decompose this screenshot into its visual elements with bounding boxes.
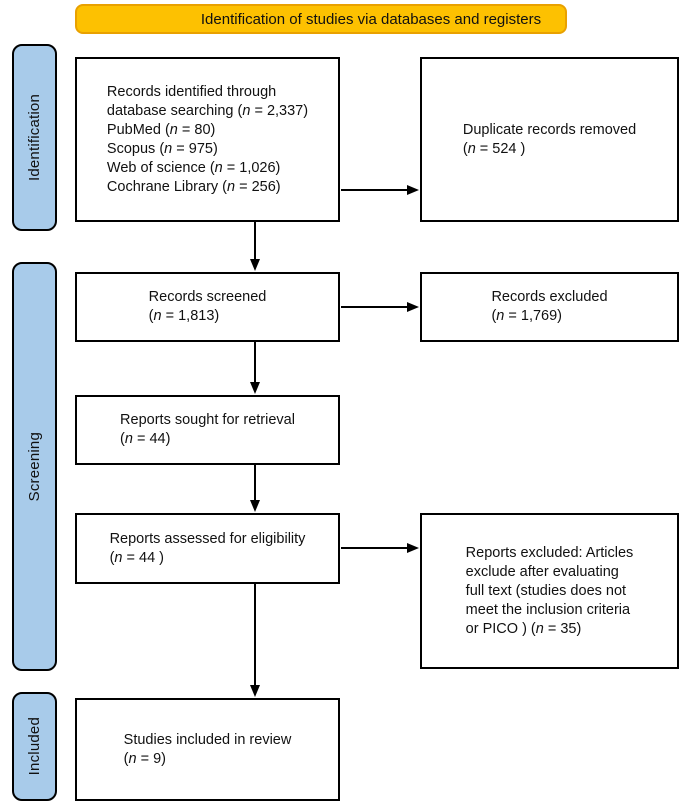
box-reports-sought: Reports sought for retrieval (n = 44): [75, 395, 340, 465]
box-line: Records excluded: [491, 289, 608, 305]
box-line: meet the inclusion criteria: [465, 601, 631, 618]
stage-included-label: Included: [26, 717, 43, 776]
box-line: (n = 1,769): [491, 308, 563, 324]
arrowhead-identified-to-duplicates: [407, 185, 419, 195]
box-duplicates-removed-text: Duplicate records removed (n = 524 ): [463, 121, 636, 159]
box-studies-included-text: Studies included in review (n = 9): [124, 731, 292, 769]
box-line: Records identified through: [106, 83, 277, 100]
arrowhead-screened-to-sought: [250, 382, 260, 394]
arrowhead-screened-to-excluded: [407, 302, 419, 312]
box-line: Reports excluded: Articles: [465, 544, 634, 561]
box-line: PubMed (n = 80): [106, 121, 216, 138]
box-reports-assessed-text: Reports assessed for eligibility (n = 44 …: [110, 530, 306, 568]
box-line: Studies included in review: [123, 731, 292, 748]
box-reports-assessed: Reports assessed for eligibility (n = 44 …: [75, 513, 340, 584]
box-line: Cochrane Library (n = 256): [106, 178, 281, 195]
box-records-identified: Records identified through database searc…: [75, 57, 340, 222]
box-reports-sought-text: Reports sought for retrieval (n = 44): [120, 411, 295, 449]
box-records-excluded: Records excluded (n = 1,769): [420, 272, 679, 342]
stage-included: Included: [12, 692, 57, 801]
box-reports-excluded: Reports excluded: Articles exclude after …: [420, 513, 679, 669]
box-duplicates-removed: Duplicate records removed (n = 524 ): [420, 57, 679, 222]
box-line: Scopus (n = 975): [106, 140, 218, 157]
arrowhead-sought-to-assessed: [250, 500, 260, 512]
box-line: (n = 524 ): [462, 140, 526, 157]
stage-screening-label: Screening: [26, 431, 43, 502]
box-records-identified-text: Records identified through database searc…: [107, 83, 308, 197]
banner-identification-via-databases: Identification of studies via databases …: [75, 4, 567, 34]
arrowhead-assessed-to-included: [250, 685, 260, 697]
stage-screening: Screening: [12, 262, 57, 671]
box-records-screened: Records screened (n = 1,813): [75, 272, 340, 342]
stage-identification: Identification: [12, 44, 57, 231]
box-line: (n = 1,813): [148, 308, 220, 324]
arrowhead-assessed-to-excluded: [407, 543, 419, 553]
banner-label: Identification of studies via databases …: [200, 10, 542, 28]
box-line: (n = 9): [123, 750, 167, 767]
box-line: Records screened: [148, 289, 267, 305]
arrowhead-identified-to-screened: [250, 259, 260, 271]
box-records-excluded-text: Records excluded (n = 1,769): [491, 288, 607, 326]
box-studies-included: Studies included in review (n = 9): [75, 698, 340, 801]
box-line: exclude after evaluating: [465, 563, 619, 580]
box-line: full text (studies does not: [465, 582, 627, 599]
box-line: Duplicate records removed: [462, 121, 637, 138]
box-line: Web of science (n = 1,026): [106, 159, 281, 176]
stage-identification-label: Identification: [26, 93, 43, 182]
box-line: or PICO ) (n = 35): [465, 620, 582, 637]
box-line: Reports assessed for eligibility: [109, 530, 306, 547]
box-records-screened-text: Records screened (n = 1,813): [149, 288, 267, 326]
box-reports-excluded-text: Reports excluded: Articles exclude after …: [466, 544, 634, 639]
box-line: database searching (n = 2,337): [106, 102, 309, 119]
box-line: Reports sought for retrieval: [120, 412, 295, 428]
box-line: (n = 44): [120, 431, 171, 447]
box-line: (n = 44 ): [109, 549, 165, 566]
